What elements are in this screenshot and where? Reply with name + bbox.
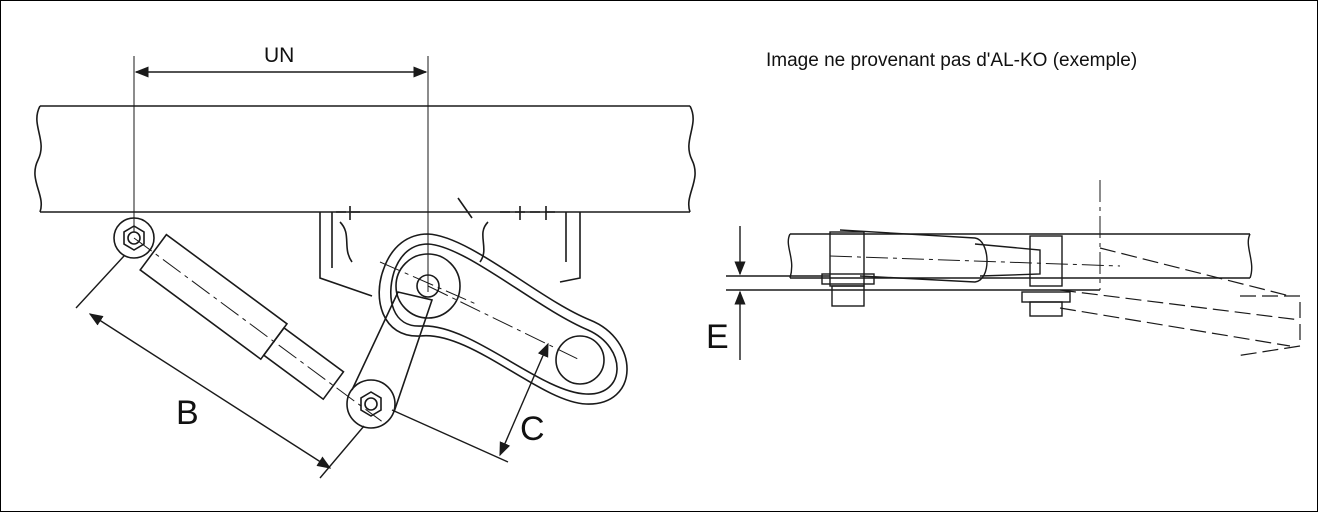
chassis-beam	[34, 105, 696, 213]
dimension-b	[75, 255, 365, 479]
side-strut	[829, 229, 1121, 283]
dimension-c	[391, 342, 549, 463]
dimension-label-e: E	[706, 318, 729, 356]
dimension-label-c: C	[520, 410, 545, 448]
side-beam	[787, 233, 1253, 279]
lower-shock-eye	[346, 379, 396, 429]
mounting-bracket	[319, 197, 581, 297]
dimension-label-b: B	[176, 394, 199, 432]
diagram-caption: Image ne provenant pas d'AL-KO (exemple)	[766, 50, 1138, 71]
left-view	[34, 56, 696, 429]
side-clamp-right	[1021, 235, 1071, 317]
side-clamp-left	[821, 231, 875, 307]
dimension-label-un: UN	[264, 44, 295, 67]
crank-arm	[378, 233, 628, 405]
link-arm	[351, 291, 434, 413]
right-view	[726, 180, 1301, 357]
side-displaced-arm	[1059, 247, 1301, 357]
shock-absorber	[133, 233, 382, 422]
